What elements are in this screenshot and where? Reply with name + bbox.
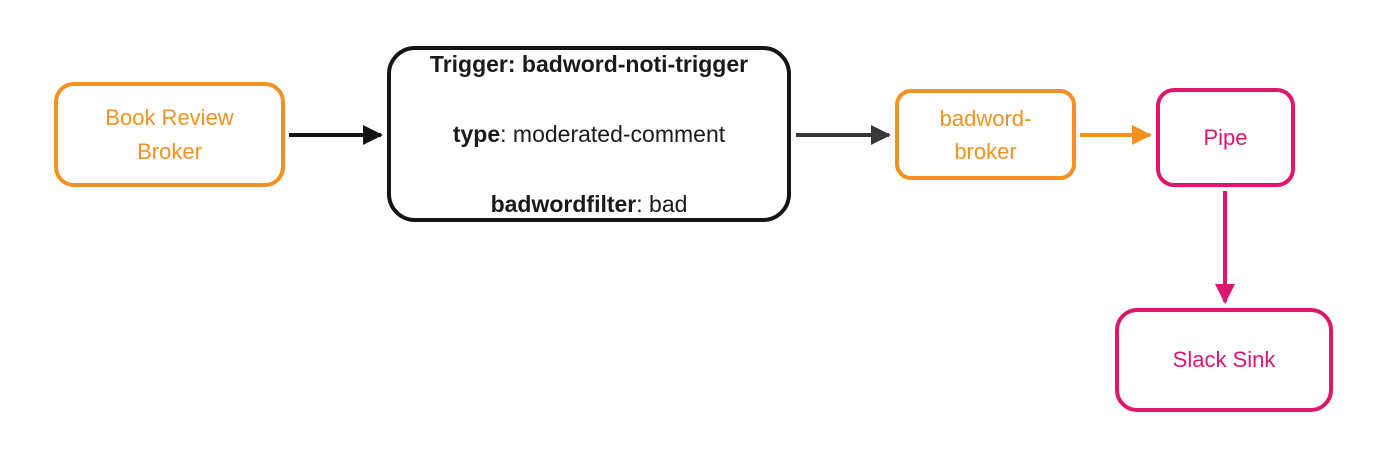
node-pipe-label: Pipe <box>1203 124 1248 150</box>
node-badword-broker: badword- broker <box>895 89 1076 180</box>
node-pipe: Pipe <box>1156 88 1295 187</box>
trigger-line-1-text: Trigger: badword-noti-trigger <box>429 50 749 77</box>
trigger-line-3-value: : bad <box>636 190 688 217</box>
node-slack-sink-label: Slack Sink <box>1172 347 1276 372</box>
trigger-line-3-key: badwordfilter <box>490 190 637 217</box>
node-badword-broker-label: badword- broker <box>939 105 1032 164</box>
trigger-line-1: Trigger: badword-noti-trigger <box>430 47 748 82</box>
node-book-review-broker-label: Book Review Broker <box>105 104 234 164</box>
node-slack-sink: Slack Sink <box>1115 308 1333 412</box>
trigger-text: Trigger: badword-noti-trigger type: mode… <box>430 12 748 257</box>
trigger-line-2-value: : moderated-comment <box>500 120 726 147</box>
node-trigger: Trigger: badword-noti-trigger type: mode… <box>387 46 791 222</box>
trigger-line-2-key: type <box>452 120 501 147</box>
trigger-line-3: badwordfilter: bad <box>430 187 748 222</box>
node-book-review-broker: Book Review Broker <box>54 82 285 187</box>
trigger-line-2: type: moderated-comment <box>430 117 748 152</box>
